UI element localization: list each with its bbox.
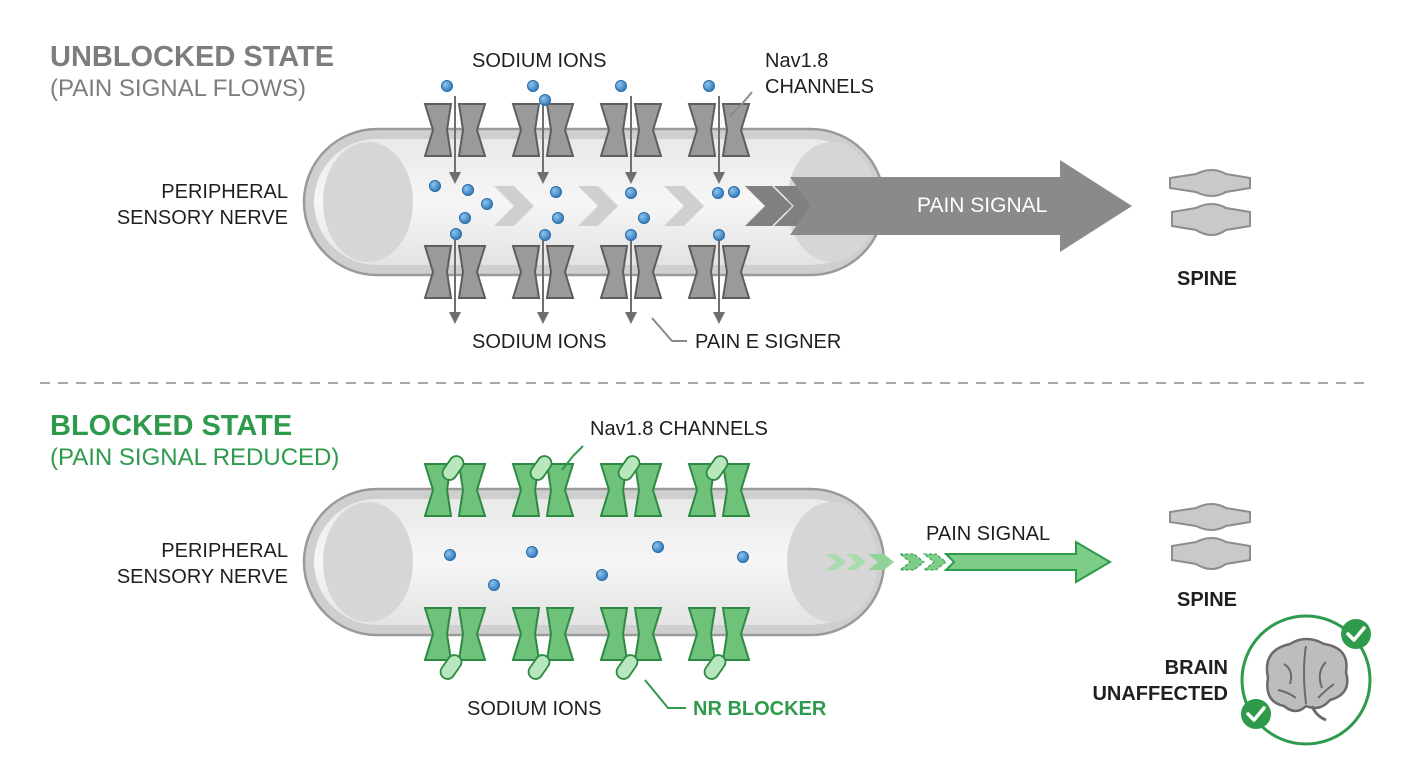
unblocked-leader-lines [651,91,753,342]
sodium-ion-icon [429,180,441,192]
sodium-flow-arrows [449,96,725,324]
blocker-pill-icon [705,455,729,481]
unblocked-sodium-bottom-label: SODIUM IONS [472,331,607,353]
sodium-ion-icon [712,187,724,199]
check-icon [1241,699,1271,729]
blocker-pill-icon [439,654,463,680]
sodium-ion-icon [462,184,474,196]
sodium-ion-icon [444,549,456,561]
unblocked-subtitle: (PAIN SIGNAL FLOWS) [50,75,307,102]
unblocked-extra-label: PAIN E SIGNER [695,331,842,353]
sodium-ion-icon [459,212,471,224]
sodium-ion-icon [450,228,462,240]
blocker-pill-icon [529,455,553,481]
blocked-blocker-label: NR BLOCKER [693,698,827,720]
blocked-nerve [302,487,886,637]
unblocked-nerve-label: PERIPHERAL SENSORY NERVE [116,181,288,229]
sodium-ion-icon [625,187,637,199]
nav18-channel-icon [511,103,575,157]
blocker-pill-icon [703,654,727,680]
nav18-channel-icon [687,103,751,157]
check-icon [1341,619,1371,649]
blocked-channels [423,455,751,680]
sodium-ion-icon [652,541,664,553]
sodium-ion-icon [728,186,740,198]
sodium-ion-icon [713,229,725,241]
blocked-nerve-label: PERIPHERAL SENSORY NERVE [116,540,288,588]
nav18-channel-icon [599,103,663,157]
nav18-channel-icon [423,607,487,661]
nav18-channel-icon [687,245,751,299]
sodium-ion-icon [615,80,627,92]
unblocked-title: UNBLOCKED STATE [50,41,335,73]
blocked-title: BLOCKED STATE [50,410,293,442]
blocker-pill-icon [441,455,465,481]
nav18-channel-icon [511,607,575,661]
sodium-ion-icon [638,212,650,224]
blocked-spine-label: SPINE [1176,589,1238,611]
sodium-ion-icon [703,80,715,92]
unblocked-channels-label: Nav1.8 CHANNELS [765,50,874,98]
blocker-pill-icon [527,654,551,680]
brain-icon [1265,637,1349,722]
nav18-channel-icon [423,245,487,299]
unblocked-title-block: UNBLOCKED STATE (PAIN SIGNAL FLOWS) [50,40,334,104]
brain-unaffected-badge [1240,614,1372,746]
blocked-spine [1169,503,1251,570]
sodium-ion-icon [539,229,551,241]
nav18-channel-icon [423,103,487,157]
sodium-ion-icon [596,569,608,581]
sodium-ion-icon [527,80,539,92]
nav18-channel-icon [423,463,487,517]
unblocked-sodium-top-label: SODIUM IONS [472,50,607,72]
brain-unaffected-label: BRAIN UNAFFECTED [1092,657,1228,705]
nav18-channel-icon [599,245,663,299]
sodium-ion-icon [441,80,453,92]
blocked-leader-lines [561,445,686,709]
sodium-ion-icon [481,198,493,210]
pain-signal-arrow [745,160,1132,252]
blocked-channels-label: Nav1.8 CHANNELS [590,418,768,440]
nav18-channel-icon [687,607,751,661]
blocker-pill-icon [617,455,641,481]
blocked-subtitle: (PAIN SIGNAL REDUCED) [50,444,340,471]
blocked-sodium-bottom-label: SODIUM IONS [467,698,602,720]
sodium-ion-icon [737,551,749,563]
reduced-pain-signal-arrow [826,540,1112,584]
unblocked-spine [1169,169,1251,236]
nav18-channel-icon [511,245,575,299]
unblocked-signal-chevrons [494,186,704,226]
sodium-ion-icon [625,229,637,241]
sodium-ion-icon [526,546,538,558]
blocked-pain-signal-label: PAIN SIGNAL [926,523,1051,545]
blocked-sodium-ions [444,541,749,591]
unblocked-pain-signal-label: PAIN SIGNAL [917,194,1048,217]
unblocked-channels [423,103,751,299]
unblocked-sodium-ions [429,80,740,241]
sodium-ion-icon [552,212,564,224]
sodium-ion-icon [488,579,500,591]
sodium-ion-icon [539,94,551,106]
blocked-title-block: BLOCKED STATE (PAIN SIGNAL REDUCED) [50,409,339,473]
unblocked-spine-label: SPINE [1176,268,1238,290]
blocker-pill-icon [615,654,639,680]
sodium-ion-icon [550,186,562,198]
